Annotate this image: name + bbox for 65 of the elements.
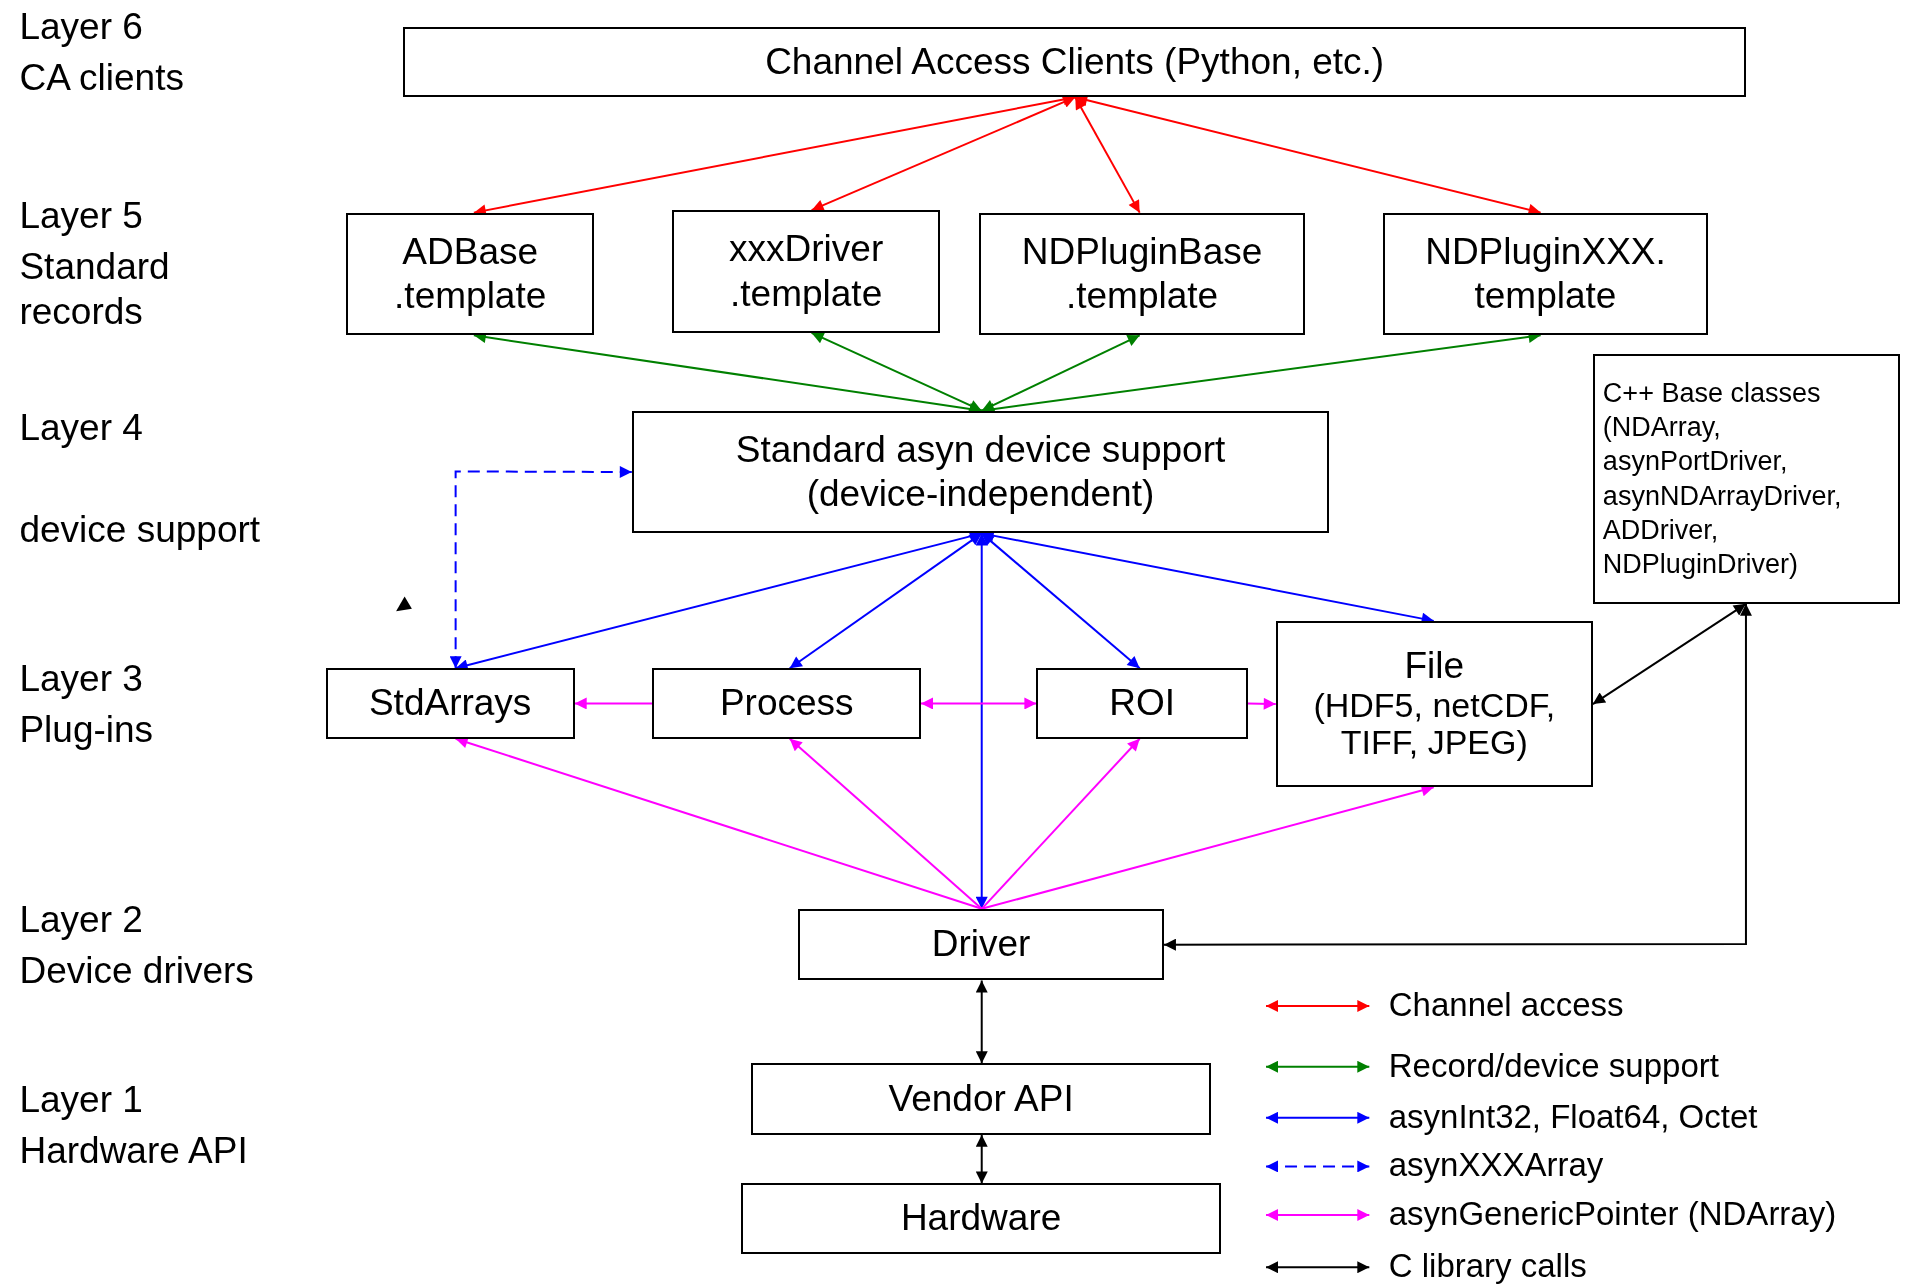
box-text: StdArrays — [368, 681, 532, 726]
layer-label: Device drivers — [19, 948, 254, 993]
process-box — [671, 210, 941, 333]
box-text: (HDF5, netCDF, TIFF, JPEG) — [1312, 687, 1557, 762]
arrow — [1162, 602, 1752, 951]
arrow — [975, 979, 988, 1065]
box-text: Vendor API — [888, 1076, 1074, 1121]
box-text: ROI — [1109, 681, 1175, 726]
box-text: ADBase .template — [393, 229, 548, 318]
layer-label: CA clients — [19, 55, 184, 100]
arrow — [1591, 602, 1747, 706]
box-text: xxxDriver .template — [728, 227, 885, 316]
box-text: NDPluginBase .template — [1020, 229, 1264, 318]
process-box — [631, 410, 1330, 534]
box-text: Process — [719, 681, 854, 726]
box-text: Hardware — [900, 1196, 1062, 1241]
layer-label: device support — [19, 507, 261, 552]
box-text: NDPluginXXX. template — [1424, 229, 1667, 318]
process-box — [741, 1183, 1222, 1254]
arrow — [980, 737, 1141, 910]
process-box — [346, 212, 595, 336]
box-text: C++ Base classes (NDArray, asynPortDriver, asynNDArrayDriver, ADDriver, NDPluginDriver) — [1602, 376, 1843, 582]
legend-label: asynInt32, Float64, Octet — [1388, 1097, 1758, 1136]
arrow — [980, 532, 1141, 670]
process-box — [652, 668, 921, 739]
process-box — [325, 668, 575, 739]
process-box — [979, 212, 1305, 336]
arrow — [788, 532, 983, 670]
layer-label: Layer 6 — [19, 4, 143, 49]
arrow — [1074, 96, 1141, 214]
arrow — [573, 697, 654, 710]
arrow — [975, 1133, 988, 1185]
arrow — [810, 331, 983, 412]
box-title: File — [1404, 646, 1465, 688]
layer-label: Standard records — [19, 245, 171, 334]
process-box — [1275, 620, 1593, 788]
box-text: Driver — [931, 922, 1031, 967]
layer-label: Layer 3 — [19, 657, 143, 702]
process-box — [1382, 212, 1709, 336]
process-box — [798, 908, 1164, 981]
legend-label: asynXXXArray — [1388, 1146, 1604, 1185]
arrow — [810, 96, 1077, 212]
layer-label: Layer 5 — [19, 194, 143, 239]
layer-label: Hardware API — [19, 1128, 248, 1173]
legend-label: Record/device support — [1388, 1046, 1719, 1085]
process-box — [1036, 668, 1248, 739]
arrow — [975, 532, 988, 910]
arrow — [919, 697, 1038, 710]
box-text: Channel Access Clients (Python, etc.) — [765, 39, 1385, 84]
box-text: Standard asyn device support (device-independent) — [734, 427, 1227, 516]
layer-label: Layer 1 — [19, 1077, 143, 1122]
legend-label: C library calls — [1388, 1247, 1587, 1286]
process-box — [1592, 353, 1901, 604]
arrow — [454, 736, 983, 910]
layer-label: Layer 4 — [19, 405, 143, 450]
legend-label: asynGenericPointer (NDArray) — [1388, 1195, 1837, 1233]
legend-label: Channel access — [1388, 986, 1624, 1024]
arrow — [449, 466, 633, 670]
process-box — [750, 1063, 1212, 1135]
arrow — [980, 334, 1141, 412]
arrow — [788, 737, 983, 910]
process-box — [403, 26, 1746, 98]
arrow — [1246, 697, 1277, 710]
layer-label: Plug-ins — [19, 708, 154, 753]
layer-label: Layer 2 — [19, 897, 143, 942]
